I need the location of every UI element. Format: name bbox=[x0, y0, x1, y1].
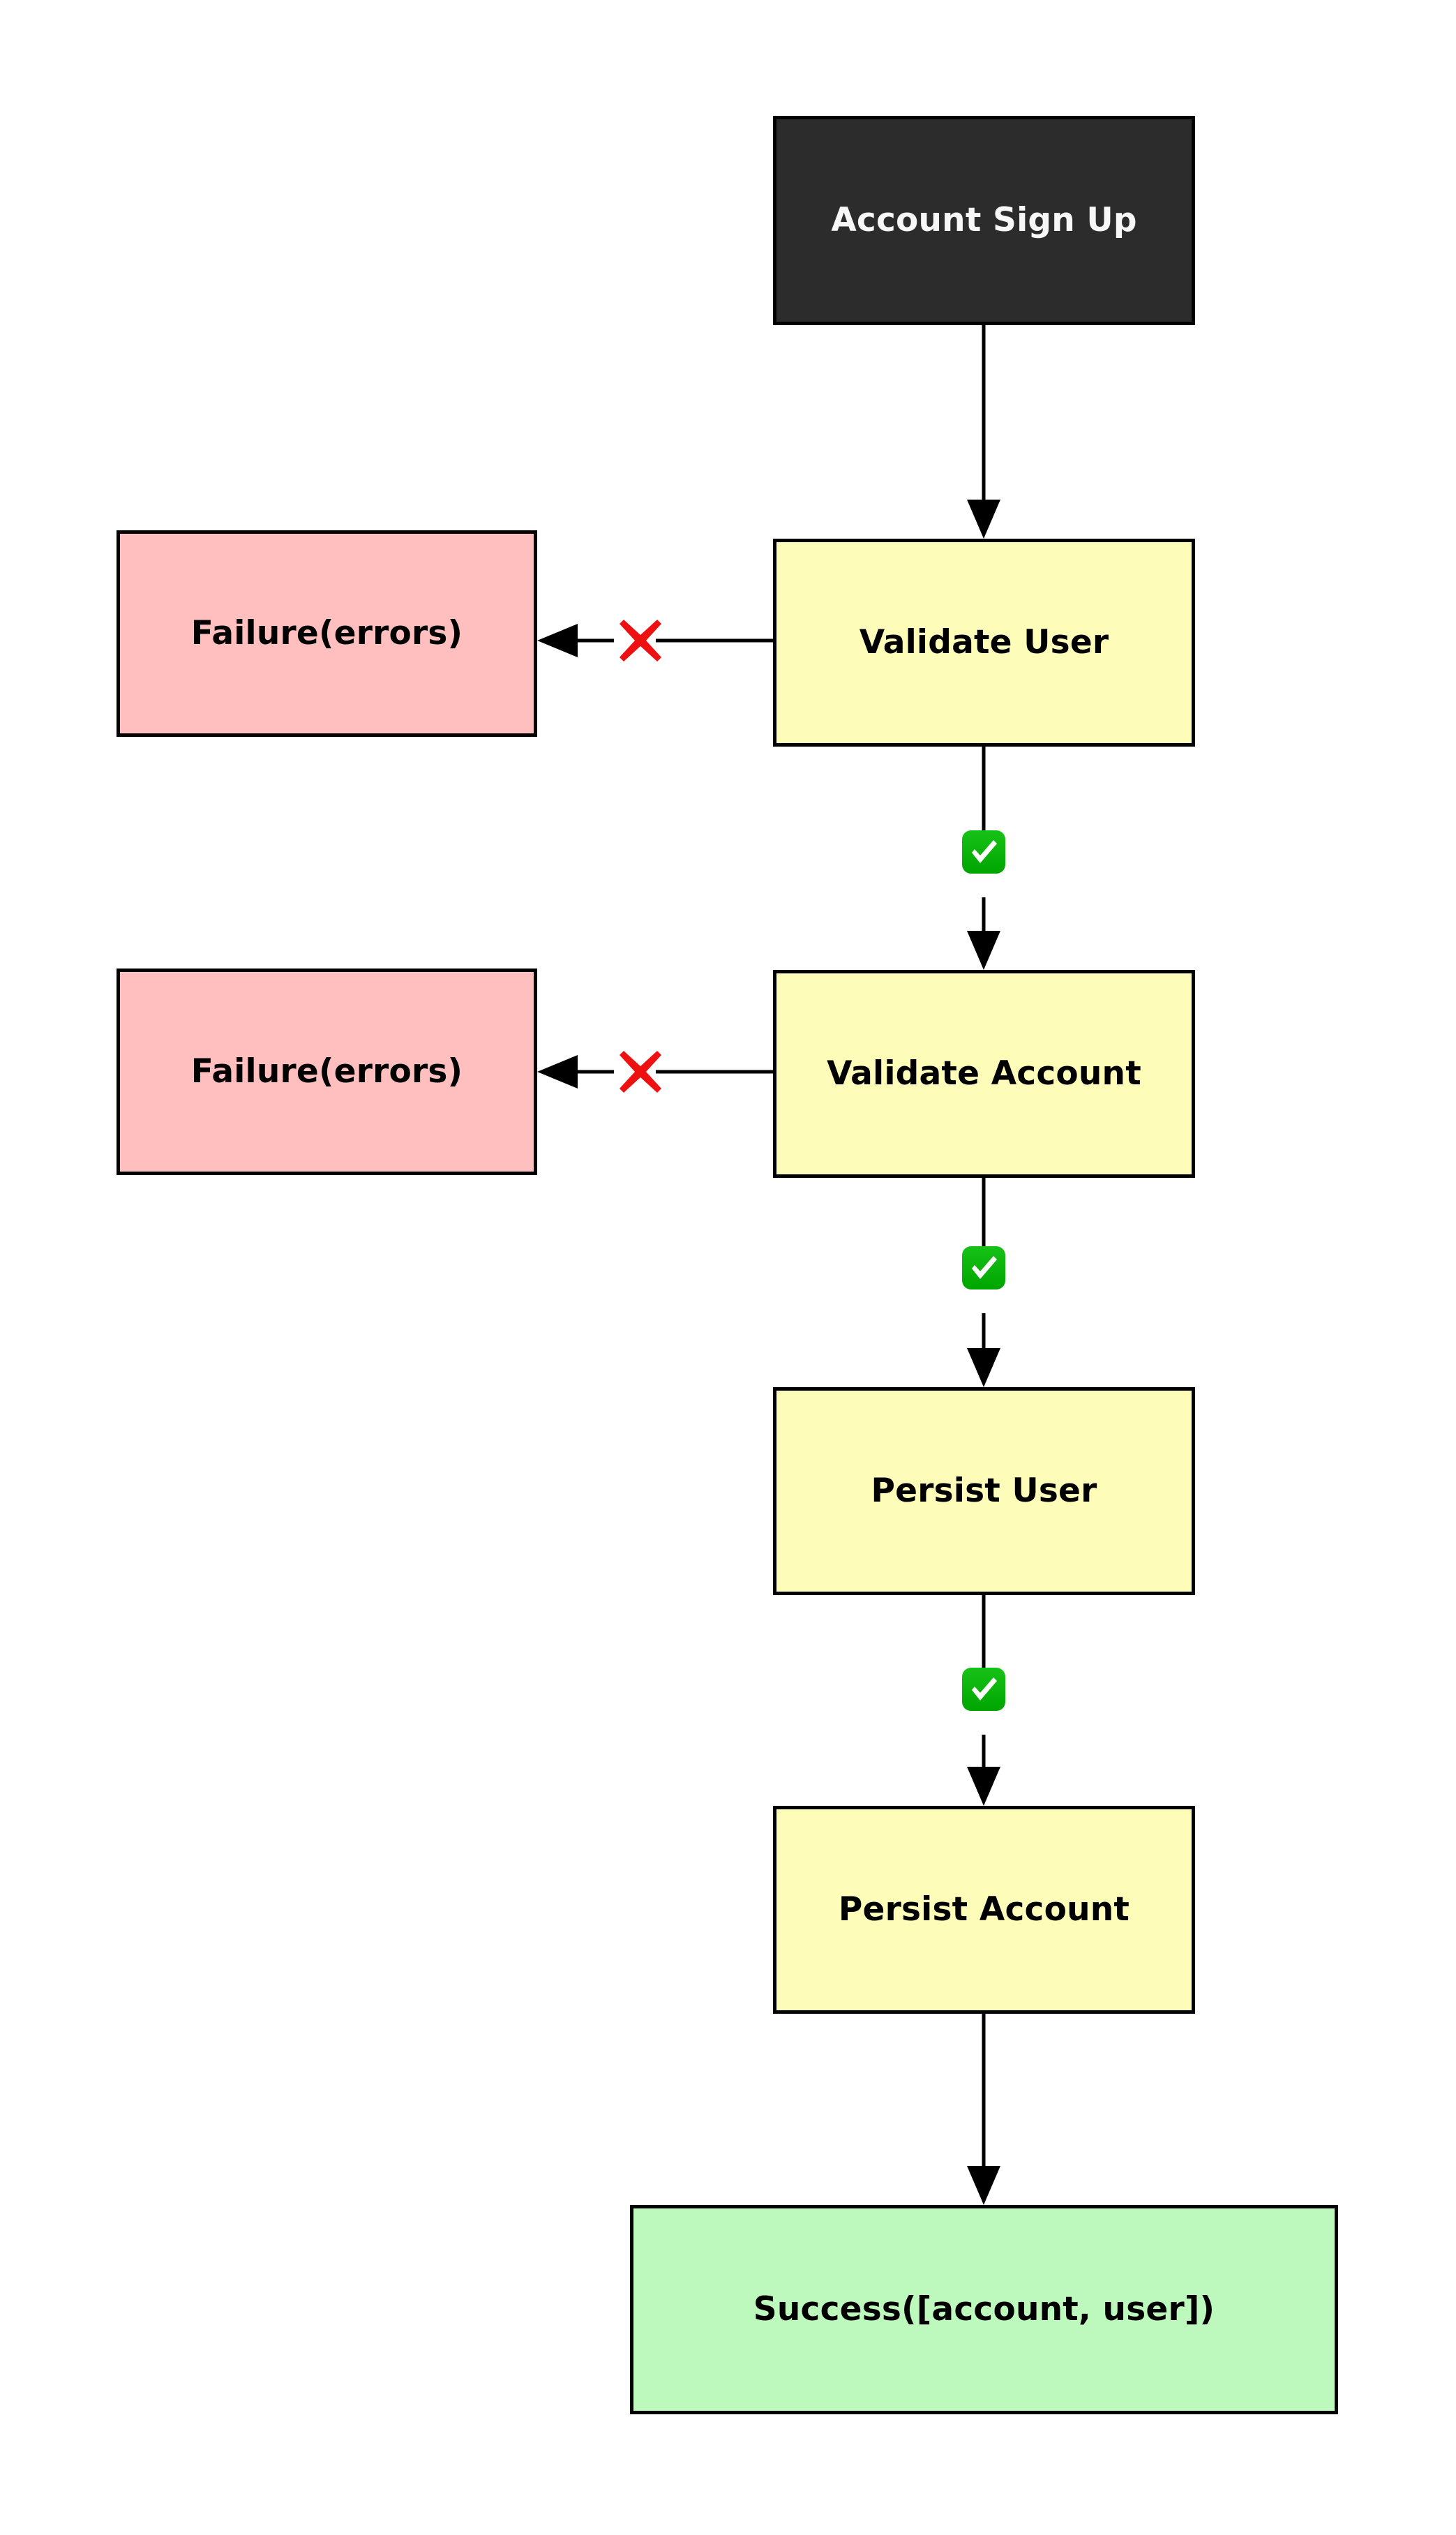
node-label-validate-account: Validate Account bbox=[827, 1054, 1141, 1093]
node-account-sign-up[interactable]: Account Sign Up bbox=[773, 116, 1195, 325]
check-mark-icon-persist-user bbox=[962, 1668, 1005, 1711]
node-validate-user[interactable]: Validate User bbox=[773, 539, 1195, 747]
cross-mark-icon-validate-account bbox=[614, 1045, 667, 1098]
check-mark-icon-validate-user bbox=[962, 830, 1005, 874]
node-label-persist-account: Persist Account bbox=[838, 1890, 1130, 1929]
node-persist-account[interactable]: Persist Account bbox=[773, 1806, 1195, 2014]
node-label-validate-user: Validate User bbox=[859, 623, 1109, 662]
node-label-success: Success([account, user]) bbox=[753, 2290, 1215, 2329]
node-failure-user[interactable]: Failure(errors) bbox=[117, 530, 537, 737]
cross-mark-icon-validate-user bbox=[614, 614, 667, 667]
edge-start-to-validate-user bbox=[967, 325, 1000, 539]
node-label-persist-user: Persist User bbox=[871, 1472, 1097, 1511]
node-validate-account[interactable]: Validate Account bbox=[773, 970, 1195, 1178]
check-mark-icon-validate-account bbox=[962, 1246, 1005, 1289]
node-persist-user[interactable]: Persist User bbox=[773, 1387, 1195, 1595]
node-success[interactable]: Success([account, user]) bbox=[630, 2205, 1338, 2414]
node-label-failure-user: Failure(errors) bbox=[190, 614, 463, 653]
node-label-failure-account: Failure(errors) bbox=[190, 1052, 463, 1091]
node-label-account-sign-up: Account Sign Up bbox=[831, 201, 1137, 240]
edge-persist-account-to-success bbox=[967, 2014, 1000, 2205]
node-failure-account[interactable]: Failure(errors) bbox=[117, 969, 537, 1175]
